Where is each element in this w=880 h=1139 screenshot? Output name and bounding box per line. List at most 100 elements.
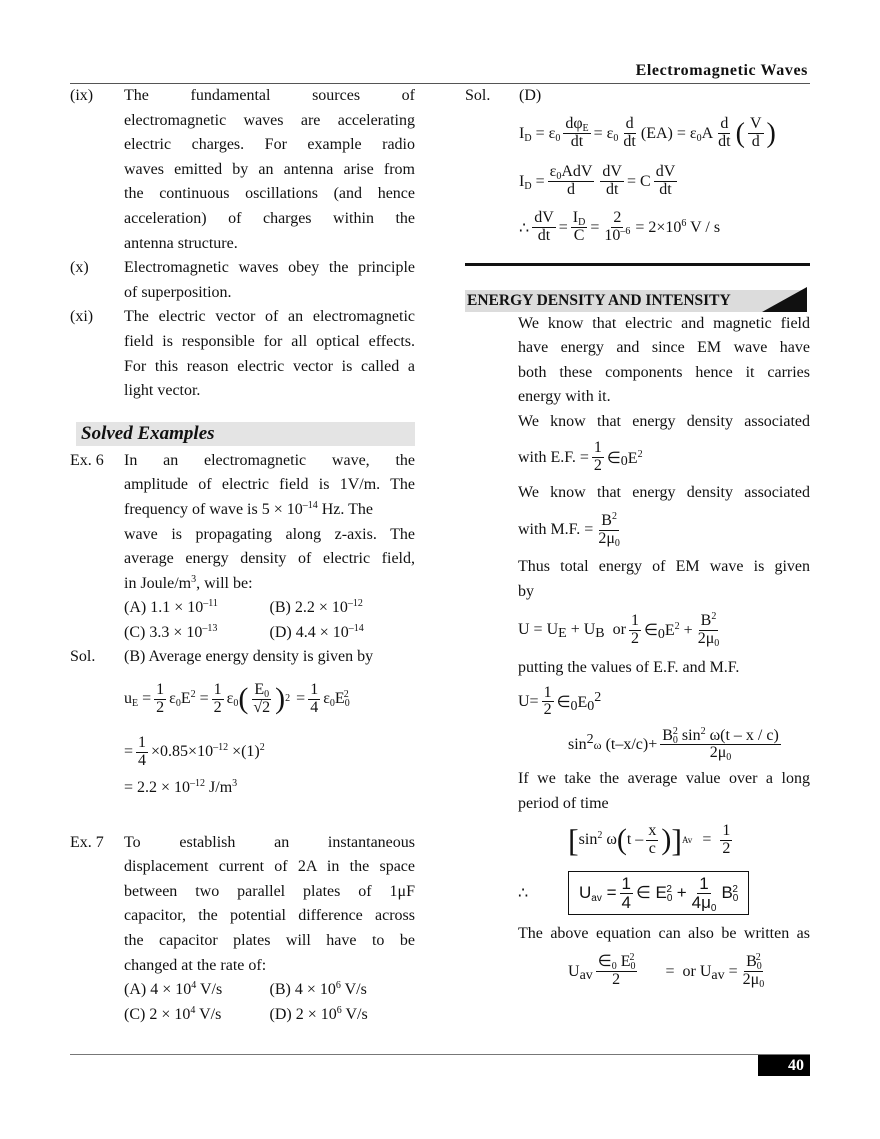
text-line: have energy and since EM wave have — [518, 339, 810, 357]
text-line: energy with it. — [518, 388, 611, 406]
section-title: ENERGY DENSITY AND INTENSITY — [467, 291, 731, 309]
solution-answer: (D) — [519, 87, 542, 104]
page-number: 40 — [758, 1055, 810, 1076]
question-line: average energy density of electric field… — [124, 550, 415, 568]
example-label: Ex. 7 — [70, 833, 104, 851]
example-6: Ex. 6 In an electromagnetic wave, the am… — [70, 449, 415, 646]
point-ix: (ix) The fundamental sources of electrom… — [70, 84, 415, 256]
freq-text: frequency of wave is 5 × 10 — [124, 500, 303, 518]
text-line: We know that energy density associated — [518, 483, 810, 501]
example-7: Ex. 7 To establish an instantaneous disp… — [70, 831, 415, 1028]
solution-6: Sol. (B) Average energy density is given… — [70, 645, 415, 800]
point-xi: (xi) The electric vector of an electroma… — [70, 305, 415, 403]
energy-body: We know that electric and magnetic field… — [465, 312, 810, 997]
text-line: electric charges. For example radio — [124, 136, 415, 154]
point-number: (xi) — [70, 308, 94, 326]
question-line: In an electromagnetic wave, the — [124, 451, 415, 469]
header-rule — [70, 83, 810, 84]
option-b: (B) 2.2 × 10–12 — [269, 598, 363, 617]
option-b: (B) 4 × 106 V/s — [269, 980, 367, 999]
footer-rule — [70, 1054, 810, 1055]
text-line: antenna structure. — [124, 234, 238, 252]
mf-label: with M.F. = — [518, 521, 594, 539]
text-line: both these components hence it carries — [518, 363, 810, 381]
option-d: (D) 2 × 106 V/s — [269, 1004, 368, 1023]
question-line: capacitor, the potential difference acro… — [124, 907, 415, 925]
question-line: wave is propagating along z-axis. The — [124, 525, 415, 543]
option-c: (C) 3.3 × 10–13 — [124, 622, 218, 641]
text-line: the continuous oscillations (and hence — [124, 185, 415, 203]
example-label: Ex. 6 — [70, 451, 104, 469]
options-row: (A) 4 × 104 V/s (B) 4 × 106 V/s — [124, 978, 415, 1003]
solution-label: Sol. — [70, 648, 96, 666]
left-column: (ix) The fundamental sources of electrom… — [70, 84, 415, 1027]
text-line: We know that energy density associated — [518, 412, 810, 430]
question-line: frequency of wave is 5 × 10–14 Hz. The — [124, 498, 415, 523]
text-line: field is responsible for all optical eff… — [124, 332, 415, 350]
section-divider — [465, 262, 810, 266]
option-c: (C) 2 × 104 V/s — [124, 1004, 222, 1023]
option-a: (A) 4 × 104 V/s — [124, 980, 223, 999]
option-a: (A) 1.1 × 10–11 — [124, 598, 218, 617]
question-line: the capacitor plates will have to be — [124, 932, 415, 950]
unit-exponent: 3 — [191, 573, 197, 585]
text-line: putting the values of E.F. and M.F. — [518, 659, 740, 677]
text-line: Electromagnetic waves obey the principle — [124, 259, 415, 277]
equation-result: = 2.2 × 10–12 J/m3 — [124, 778, 238, 797]
text-line: Thus total energy of EM wave is given — [518, 558, 810, 576]
question-line: displacement current of 2A in the space — [124, 858, 415, 876]
options-row: (C) 2 × 104 V/s (D) 2 × 106 V/s — [124, 1003, 415, 1028]
text-line: The electric vector of an electromagneti… — [124, 308, 415, 326]
therefore-symbol: ∴ — [518, 885, 529, 903]
solution-label: Sol. — [465, 87, 491, 104]
ef-label: with E.F. = — [518, 448, 589, 466]
question-line: changed at the rate of: — [124, 956, 267, 974]
option-d: (D) 4.4 × 10–14 — [269, 622, 364, 641]
point-number: (ix) — [70, 87, 94, 104]
equation-u-expanded-cont: sin2ω (t–x/c)+ B02 sin2 ω(t – x / c)2μ0 — [568, 725, 781, 764]
solution-text: (B) Average energy density is given by — [124, 648, 374, 666]
text-line: If we take the average value over a long — [518, 769, 810, 787]
question-line: amplitude of electric field is 1V/m. The — [124, 476, 415, 494]
point-number: (x) — [70, 259, 89, 277]
text-line: light vector. — [124, 382, 201, 400]
text-line: waves emitted by an antenna arise from — [124, 160, 415, 178]
question-line: in Joule/m3, will be: — [124, 572, 415, 597]
text-line: by — [518, 582, 534, 600]
unit-text: in Joule/m — [124, 574, 192, 592]
freq-tail: Hz. The — [317, 500, 373, 518]
question-line: between two parallel plates of 1μF — [124, 882, 415, 900]
text-line: period of time — [518, 794, 609, 812]
point-x: (x) Electromagnetic waves obey the princ… — [70, 256, 415, 305]
question-line: To establish an instantaneous — [124, 833, 415, 851]
unit-tail: , will be: — [196, 574, 253, 592]
text-line: electromagnetic waves are accelerating — [124, 111, 415, 129]
text-line: For this reason electric vector is calle… — [124, 357, 415, 375]
text-line: We know that electric and magnetic field — [518, 314, 810, 332]
text-line: acceleration) of charges within the — [124, 209, 415, 227]
options-row: (C) 3.3 × 10–13 (D) 4.4 × 10–14 — [124, 621, 415, 646]
or-text: or — [612, 621, 626, 639]
running-header-title: Electromagnetic Waves — [635, 62, 808, 79]
energy-density-heading: ENERGY DENSITY AND INTENSITY — [465, 286, 807, 312]
text-line: The fundamental sources of — [124, 87, 415, 104]
solved-examples-heading: Solved Examples — [76, 421, 415, 446]
text-line: of superposition. — [124, 283, 232, 301]
options-row: (A) 1.1 × 10–11 (B) 2.2 × 10–12 — [124, 596, 415, 621]
text-line: The above equation can also be written a… — [518, 925, 810, 943]
